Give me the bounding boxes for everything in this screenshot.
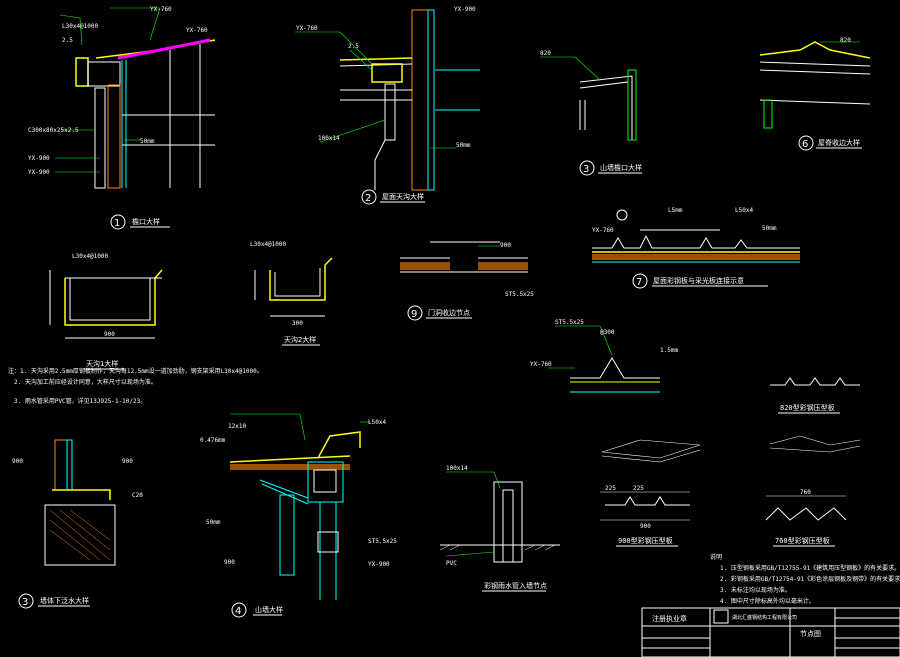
d4-number: 4 xyxy=(235,606,241,617)
d8-label-3: 1.5mm xyxy=(660,347,678,354)
d4-label-3: 12x10 xyxy=(228,423,246,430)
d4-label-4: 50mm xyxy=(206,519,221,526)
d1-label-8: 50mm xyxy=(140,138,155,145)
detail-9: 900 ST5.5x25 9 门洞收边节点 xyxy=(400,241,534,321)
g2-label-2: 300 xyxy=(292,320,303,327)
note-right-2: 1. 压型钢板采用GB/T12755-91《建筑用压型钢板》的有关要求。 xyxy=(720,564,900,572)
panel-760-label: 760型彩钢压型板 xyxy=(775,536,830,545)
d2-title: 屋面天沟大样 xyxy=(382,192,424,201)
d7-label-4: 50mm xyxy=(762,225,777,232)
d7-label-2: L50x4 xyxy=(735,207,753,214)
panel-820-label: 820型彩钢压型板 xyxy=(780,403,835,412)
d9-label-1: 900 xyxy=(500,242,511,249)
d9-number: 9 xyxy=(411,309,417,320)
d1-label-2: L30x4@1000 xyxy=(62,23,99,30)
note-left-3: 3. 雨水管采用PVC管，详见13J925-1-10/23。 xyxy=(14,397,146,405)
d6-label-1: 820 xyxy=(840,37,851,44)
d7-number: 7 xyxy=(636,277,642,288)
d8-label-2: @300 xyxy=(600,329,615,336)
d3b-label-3: C20 xyxy=(132,492,143,499)
d6-number: 6 xyxy=(802,139,808,150)
d3b-number: 3 xyxy=(22,597,28,608)
notes-right: 说明 1. 压型钢板采用GB/T12755-91《建筑用压型钢板》的有关要求。 … xyxy=(710,553,900,605)
detail-6: 820 6 屋脊收边大样 xyxy=(759,37,871,151)
d1-label-6: YX-900 xyxy=(28,155,50,162)
d2-label-4: 100x14 xyxy=(318,135,340,142)
note-left-2: 2. 天沟加工前应经设计同意，大样尺寸以现场为准。 xyxy=(14,378,157,386)
d1-title: 檐口大样 xyxy=(132,217,160,226)
panel-dim-3: 900 xyxy=(640,523,651,530)
detail-3a: 820 3 山墙檐口大样 xyxy=(540,50,642,176)
titleblock-stamp: 注册执业章 xyxy=(652,614,687,623)
d4-label-2: 0.476mm xyxy=(200,437,226,444)
d3a-label-1: 820 xyxy=(540,50,551,57)
note-right-1: 说明 xyxy=(710,553,722,561)
d2-label-5: 50mm xyxy=(456,142,471,149)
panel-900-label: 900型彩钢压型板 xyxy=(618,536,673,545)
d3b-label-2: 900 xyxy=(122,458,133,465)
note-right-5: 4. 图中尺寸除标高外均以毫米计。 xyxy=(720,597,815,605)
d3a-number: 3 xyxy=(583,164,589,175)
panel-dim-2: 225 xyxy=(633,485,644,492)
detail-3b: 900 900 C20 3 墙体下泛水大样 xyxy=(12,439,143,609)
d4-label-1: L50x4 xyxy=(368,419,386,426)
detail-5: 100x14 PVC 彩钢雨水管入墙节点 xyxy=(439,465,560,592)
d2-label-2: YX-760 xyxy=(296,25,318,32)
g2-title: 天沟2大样 xyxy=(284,335,316,344)
d1-label-3: 2.5 xyxy=(62,37,73,44)
d1-number: 1 xyxy=(114,218,120,229)
detail-2: YX-900 YX-760 2.5 100x14 50mm 2 屋面天沟大样 xyxy=(295,6,480,205)
note-right-3: 2. 彩钢板采用GB/T12754-91《彩色涂层钢板及钢带》的有关要求。 xyxy=(720,575,900,583)
d3b-title: 墙体下泛水大样 xyxy=(40,596,89,605)
gutter-1: L30x4@1000 900 天沟1大样 xyxy=(49,253,163,370)
panel-profiles: 820型彩钢压型板 225 225 900 900型彩钢压型板 760 760型… xyxy=(600,377,861,547)
d1-label-1: YX-760 xyxy=(150,6,172,13)
d4-title: 山墙大样 xyxy=(255,605,283,614)
g2-label-1: L30x4@1000 xyxy=(250,241,287,248)
d5-label-1: 100x14 xyxy=(446,465,468,472)
d7-label-3: YX-760 xyxy=(592,227,614,234)
titleblock-drawing: 节点图 xyxy=(800,630,821,638)
d7-title: 屋面彩钢板与采光板连接示意 xyxy=(653,276,744,285)
d9-title: 门洞收边节点 xyxy=(428,308,470,317)
gutter-2: L30x4@1000 300 天沟2大样 xyxy=(250,241,333,346)
d4-label-7: YX-900 xyxy=(368,561,390,568)
panel-dim-1: 225 xyxy=(605,485,616,492)
note-left-1: 注：1. 天沟采用2.5mm厚钢板制作，天沟每12.5mm设一道加劲肋，钢支架采… xyxy=(8,367,263,375)
title-block: 注册执业章 湖北汇盛钢结构工程有限公司 节点图 xyxy=(641,607,900,657)
d5-title: 彩钢雨水管入墙节点 xyxy=(484,581,547,590)
detail-1: YX-760 L30x4@1000 2.5 YX-760 C300x80x25x… xyxy=(28,6,216,230)
d8-label-4: YX-760 xyxy=(530,361,552,368)
d2-number: 2 xyxy=(365,193,371,204)
d8-label-1: ST5.5x25 xyxy=(555,319,584,326)
d5-label-2: PVC xyxy=(446,560,457,567)
panel-dim-4: 760 xyxy=(800,489,811,496)
g1-label-2: 900 xyxy=(104,331,115,338)
note-right-4: 3. 未标注均以现场为准。 xyxy=(720,586,791,594)
d7-label-1: L5mm xyxy=(668,207,683,214)
d2-label-1: YX-900 xyxy=(454,6,476,13)
d3b-label-1: 900 xyxy=(12,458,23,465)
d4-label-6: ST5.5x25 xyxy=(368,538,397,545)
d3a-title: 山墙檐口大样 xyxy=(600,163,642,172)
titleblock-company: 湖北汇盛钢结构工程有限公司 xyxy=(732,614,797,621)
d4-label-5: 900 xyxy=(224,559,235,566)
detail-4: L50x4 0.476mm 12x10 50mm 900 ST5.5x25 YX… xyxy=(200,413,397,618)
notes-left: 注：1. 天沟采用2.5mm厚钢板制作，天沟每12.5mm设一道加劲肋，钢支架采… xyxy=(8,367,263,405)
d1-label-7: YX-900 xyxy=(28,169,50,176)
d1-label-5: C300x80x25x2.5 xyxy=(28,127,79,134)
d1-label-4: YX-760 xyxy=(186,27,208,34)
d6-title: 屋脊收边大样 xyxy=(818,138,860,147)
g1-title: 天沟1大样 xyxy=(86,359,118,368)
detail-7: L5mm L50x4 YX-760 50mm 7 屋面彩钢板与采光板连接示意 xyxy=(592,207,800,289)
detail-8: ST5.5x25 @300 1.5mm YX-760 xyxy=(530,319,678,393)
g1-label-1: L30x4@1000 xyxy=(72,253,109,260)
d9-label-2: ST5.5x25 xyxy=(505,291,534,298)
d2-label-3: 2.5 xyxy=(348,43,359,50)
